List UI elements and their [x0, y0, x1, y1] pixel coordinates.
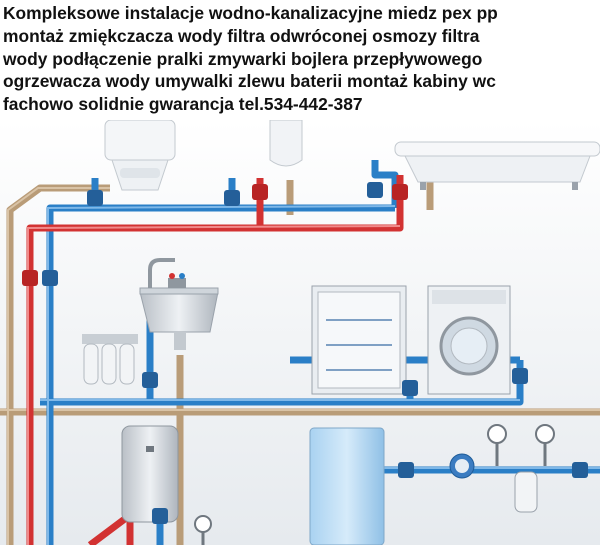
- water-meter-icon: [449, 453, 475, 479]
- advert-line: wody podłączenie pralki zmywarki bojlera…: [3, 48, 483, 69]
- advert-line: fachowo solidnie gwarancja tel.534-442-3…: [3, 94, 363, 115]
- toilet-icon: [104, 120, 176, 191]
- water-softener-tank-icon: [309, 427, 385, 545]
- advert-line: Kompleksowe instalacje wodno-kanalizacyj…: [3, 3, 498, 23]
- advert-line: ogrzewacza wody umywalki zlewu baterii m…: [3, 71, 496, 92]
- faucet-icon: [148, 258, 186, 288]
- filter-housing-icon: [514, 471, 538, 513]
- urinal-icon: [269, 120, 303, 167]
- cold-pipe-highlights: [40, 205, 600, 545]
- valve-icon: [42, 182, 588, 524]
- drain-pipe-highlights: [0, 187, 600, 545]
- advert-line: montaż zmiękczacza wody filtra odwrócone…: [3, 25, 480, 46]
- pressure-gauge-icon: [194, 424, 555, 545]
- advert-headline: Kompleksowe instalacje wodno-kanalizacyj…: [3, 2, 599, 116]
- hot-valve-icon: [22, 184, 408, 286]
- hot-riser-main: [26, 175, 404, 545]
- dishwasher-icon: [311, 285, 407, 395]
- hot-pipe-highlights: [27, 225, 401, 545]
- water-heater-icon: [121, 425, 179, 523]
- filter-cartridges-icon: [82, 334, 138, 385]
- plumbing-diagram: [0, 120, 600, 545]
- bathtub-icon: [394, 141, 600, 190]
- washing-machine-icon: [427, 285, 511, 395]
- plumbing-diagram-svg: [0, 120, 600, 545]
